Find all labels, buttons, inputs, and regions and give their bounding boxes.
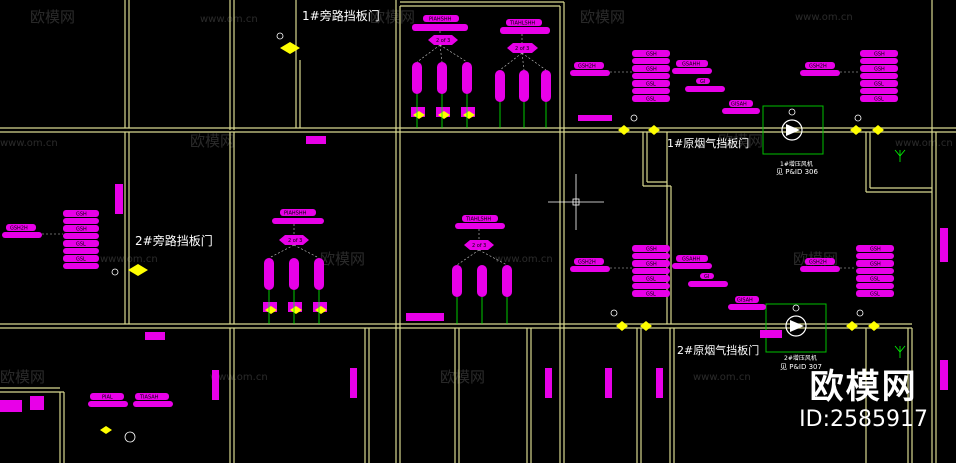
valve-layer[interactable] <box>100 42 884 434</box>
signal-lines <box>268 94 906 358</box>
watermark-brand: 欧模网 <box>0 368 45 386</box>
svg-text:GSL: GSL <box>646 292 656 298</box>
svg-text:GSL: GSL <box>874 82 884 88</box>
tag-2of3: 2 of 3 <box>436 38 450 44</box>
svg-text:GSH: GSH <box>646 52 657 58</box>
svg-text:GSL: GSL <box>870 292 880 298</box>
svg-text:2 of 3: 2 of 3 <box>288 238 302 244</box>
booster-fan-1-title: 1#增压风机 <box>780 160 813 168</box>
svg-text:2 of 3: 2 of 3 <box>472 243 486 249</box>
cad-crosshair-cursor <box>548 174 604 230</box>
bypass-damper-2-label: 2#旁路挡板门 <box>135 233 213 248</box>
svg-text:GSH: GSH <box>874 52 885 58</box>
svg-text:GSAHH: GSAHH <box>682 62 700 68</box>
booster-fan-2-ref: 见 P&ID 307 <box>780 363 822 371</box>
svg-text:GSAHH: GSAHH <box>682 257 700 263</box>
tag-tiahlshh: TIAHLSHH <box>509 21 535 27</box>
raw-gas-damper-1-label: 1#原烟气挡板门 <box>667 136 749 150</box>
svg-text:GSL: GSL <box>646 97 656 103</box>
booster-fan-2[interactable] <box>765 303 827 353</box>
booster-fan-2-title: 2#增压风机 <box>784 354 817 362</box>
booster-fan-1-ref: 见 P&ID 306 <box>776 168 818 176</box>
instrument-group-right-upper: GSH2H GSH GSH GSL GSL GSAHH GI GISAH <box>570 50 760 121</box>
svg-text:GSH2H: GSH2H <box>578 260 596 266</box>
watermark-brand: 欧模网 <box>370 8 415 26</box>
svg-text:PIAHSHH: PIAHSHH <box>284 211 307 217</box>
watermark-brand-large: 欧模网 <box>809 367 918 407</box>
svg-text:GSH2H: GSH2H <box>809 260 827 266</box>
svg-text:GSH2H: GSH2H <box>10 226 28 232</box>
bypass-damper-1-label: 1#旁路挡板门 <box>302 8 380 23</box>
svg-text:TIAHLSHH: TIAHLSHH <box>465 217 491 223</box>
raw-gas-damper-2-label: 2#原烟气挡板门 <box>677 343 759 357</box>
instrument-group-left-mid: GSH2H GSH GSH GSL GSL <box>2 184 123 269</box>
svg-text:GSH2H: GSH2H <box>578 64 596 70</box>
watermark-brand: 欧模网 <box>440 368 485 386</box>
watermark-site: www.om.cn <box>0 138 58 149</box>
svg-text:GSH: GSH <box>646 247 657 253</box>
svg-text:GSH2H: GSH2H <box>809 64 827 70</box>
sensor-markers <box>111 32 864 443</box>
watermark-brand: 欧模网 <box>30 8 75 26</box>
instrument-group-top-left: PIAHSHH 2 of 3 <box>411 15 475 117</box>
watermark-brand: 欧模网 <box>580 8 625 26</box>
watermark-site: www.om.cn <box>210 372 268 383</box>
tag-piahsh: PIAHSHH <box>429 17 452 23</box>
svg-text:GISAH: GISAH <box>731 102 747 108</box>
watermark-brand: 欧模网 <box>190 132 235 150</box>
svg-text:GISAH: GISAH <box>737 298 753 304</box>
svg-text:GSH: GSH <box>874 67 885 73</box>
svg-text:GSL: GSL <box>646 277 656 283</box>
svg-text:GSL: GSL <box>76 257 86 263</box>
instrument-group-top-mid: TIAHLSHH 2 of 3 <box>495 19 551 102</box>
svg-text:PIAL: PIAL <box>102 395 113 401</box>
watermark-brand: 欧模网 <box>320 250 365 268</box>
svg-text:GSL: GSL <box>646 82 656 88</box>
booster-fan-1[interactable] <box>762 105 824 155</box>
vertical-pipe-labels <box>145 136 948 400</box>
svg-text:GSH: GSH <box>870 247 881 253</box>
instrument-group-far-right-lower: GSH2H GSH GSH GSL GSL <box>800 228 948 298</box>
watermark-site: www.om.cn <box>795 12 853 23</box>
watermark-site: www.om.cn <box>495 254 553 265</box>
watermark-site: www.om.cn <box>895 138 953 149</box>
watermark-site: www.om.cn <box>200 14 258 25</box>
svg-text:TIASAH: TIASAH <box>139 395 159 401</box>
instrument-group-far-right-upper: GSH2H GSH GSH GSL GSL <box>800 50 898 103</box>
svg-text:GSL: GSL <box>76 242 86 248</box>
instrument-group-mid-lower: PIAHSHH 2 of 3 <box>263 209 327 312</box>
svg-text:GSH: GSH <box>646 262 657 268</box>
svg-text:GI: GI <box>700 79 705 85</box>
instrument-group-right-lower: GSH GSH GSL GSL GSH2H GSAHH GI GISAH <box>570 245 766 310</box>
svg-text:GI: GI <box>704 274 709 280</box>
watermark-id: ID:2585917 <box>799 407 928 432</box>
watermark-site: www.om.cn <box>693 372 751 383</box>
svg-text:GSH: GSH <box>646 67 657 73</box>
instrument-group-bottom-left: PIAL TIASAH <box>0 393 173 412</box>
instrument-connectors <box>42 31 860 269</box>
svg-text:2 of 3: 2 of 3 <box>515 46 529 52</box>
svg-text:GSH: GSH <box>870 262 881 268</box>
instrument-group-center-lower: TIAHLSHH 2 of 3 <box>406 215 512 321</box>
watermark-brand: 欧模网 <box>718 132 763 150</box>
svg-text:GSL: GSL <box>870 277 880 283</box>
watermark-badge: 欧模网 ID:2585917 <box>799 368 928 434</box>
svg-text:GSL: GSL <box>874 97 884 103</box>
svg-text:GSH: GSH <box>76 227 87 233</box>
svg-text:GSH: GSH <box>76 212 87 218</box>
